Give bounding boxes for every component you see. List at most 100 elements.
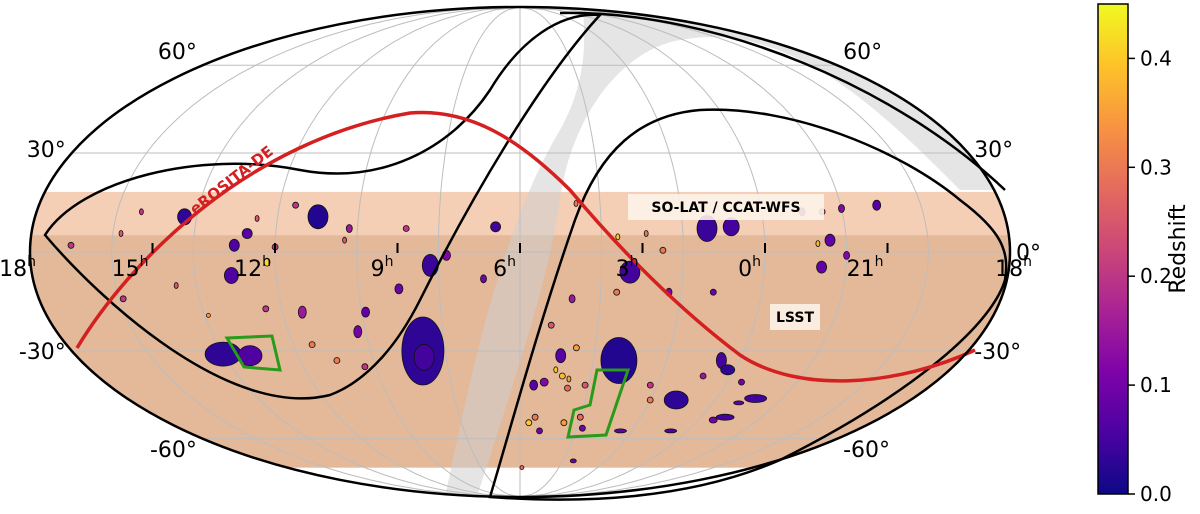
galactic-boundary-west [43,13,603,400]
cluster-marker [733,400,745,406]
cluster-marker [67,241,75,249]
dec-tick-label: 0° [1016,241,1041,266]
cluster-marker [709,288,717,296]
cluster-marker [342,236,348,244]
cluster-marker [613,288,621,296]
cluster-marker [576,413,584,421]
cluster-marker [600,337,638,384]
cluster-marker [138,208,144,216]
cluster-marker [361,306,371,318]
cluster-marker [560,419,568,427]
cluster-marker [529,379,539,391]
deep-field-footprints [224,334,631,439]
cluster-marker [402,225,410,232]
cluster-marker [228,238,240,252]
survey-labels: SO-LAT / CCAT-WFS LSST [628,194,824,330]
galactic-boundaries [43,11,1008,501]
cluster-marker [536,427,543,435]
cluster-marker [547,321,555,329]
cluster-marker [555,348,567,364]
colorbar-ticks: 0.00.10.20.30.4 [1128,46,1172,506]
cluster-marker [646,381,654,389]
cluster-marker [553,366,559,374]
dec-tick-label: -60° [843,438,890,463]
cluster-marker [558,372,566,380]
cluster-marker [173,282,179,289]
dec-tick-label: 60° [843,40,882,65]
cluster-marker [738,378,745,386]
cluster-marker [223,267,239,284]
cluster-marker [715,413,735,421]
cluster-marker [581,381,589,389]
cluster-marker [569,458,577,464]
cluster-marker [394,283,404,295]
cluster-marker [708,416,718,424]
cluster-marker [525,419,533,427]
footprint-east [566,368,631,439]
cluster-marker [307,204,329,230]
cluster-marker [241,228,253,239]
cluster-marker [205,312,211,318]
cluster-marker [659,246,667,254]
cluster-marker [333,357,341,364]
cluster-marker [345,224,353,233]
survey-bands [30,191,1010,468]
colorbar-label: Redshift [1166,204,1191,294]
colorbar-tick-label: 0.2 [1140,264,1172,288]
dec-tick-label: -30° [974,340,1021,365]
dec-tick-label: 30° [27,138,66,163]
cluster-markers [67,199,882,471]
cluster-marker [816,260,827,274]
hour-tick-label: 18h [0,254,36,282]
cluster-marker [531,413,539,421]
cluster-marker [573,344,580,352]
cluster-marker [297,305,307,319]
cluster-marker [566,375,572,383]
cluster-marker [254,215,260,222]
cluster-marker [643,230,649,237]
cluster-marker [619,260,641,284]
cluster-marker [614,428,627,434]
dec-tick-label: -30° [19,340,66,365]
colorbar-tick-label: 0.4 [1140,46,1172,70]
cluster-marker [646,396,654,404]
cluster-marker [421,253,439,277]
so-lat-label-box [628,194,824,220]
erosita-de-boundary [75,110,976,383]
cluster-marker [815,240,821,248]
galactic-boundary-east [488,108,1008,501]
cluster-marker [573,200,579,207]
colorbar-tick-label: 0.3 [1140,155,1172,179]
cluster-marker [615,233,621,241]
cluster-marker [720,364,736,376]
cluster-marker [361,363,369,371]
dec-tick-label: 30° [974,138,1013,163]
cluster-marker [579,424,586,432]
cluster-marker [722,217,740,237]
footprint-west [224,334,282,372]
cluster-marker [413,343,435,371]
lsst-label: LSST [776,310,814,326]
lsst-label-box [770,304,820,330]
cluster-marker [872,199,882,211]
cluster-marker [699,372,707,380]
colorbar-gradient [1097,3,1129,495]
cluster-marker [663,390,689,410]
dec-tick-label: 60° [158,40,197,65]
cluster-marker [119,295,127,303]
cluster-marker [292,201,300,209]
cluster-marker [744,394,767,403]
cluster-marker [568,294,576,304]
cluster-marker [262,305,270,313]
colorbar-tick-label: 0.1 [1140,373,1172,397]
cluster-marker [118,230,124,237]
so-lat-label: SO-LAT / CCAT-WFS [651,200,800,216]
cluster-marker [564,384,571,392]
dec-tick-label: -60° [150,438,197,463]
colorbar: 0.00.10.20.30.4 Redshift [1097,3,1191,506]
cluster-marker [838,204,845,213]
